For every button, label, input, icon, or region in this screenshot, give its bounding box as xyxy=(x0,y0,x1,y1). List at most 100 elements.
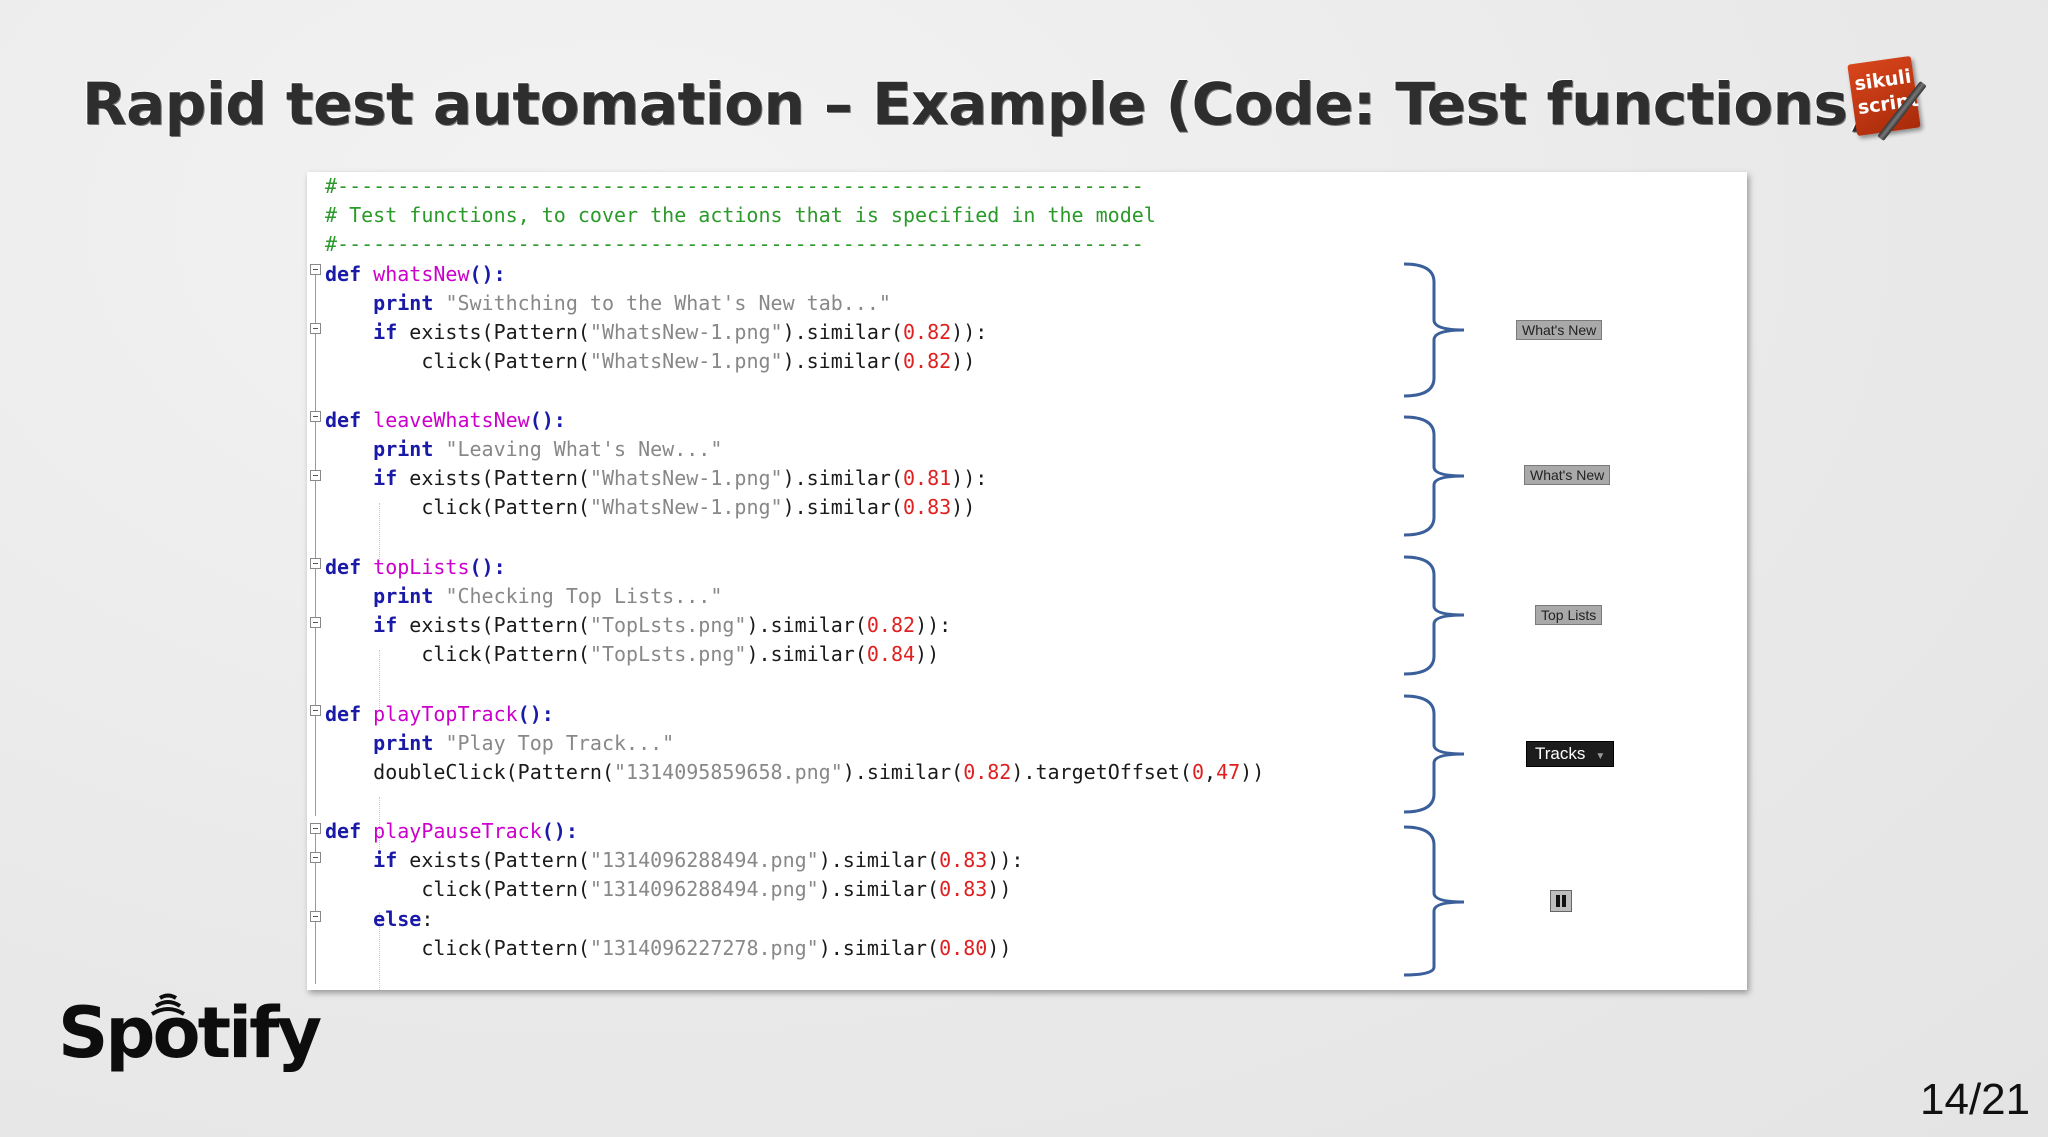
function-name: topLists xyxy=(373,555,470,579)
number: 0 xyxy=(1191,760,1205,784)
fold-line xyxy=(315,422,316,602)
code-line: if exists(Pattern("TopLsts.png").similar… xyxy=(373,613,952,637)
fold-marker-icon[interactable] xyxy=(310,264,321,275)
brace-annotations xyxy=(1403,262,1465,977)
comment: #---------------------------------------… xyxy=(325,232,1144,256)
number: 0.82 xyxy=(903,320,952,344)
fold-line xyxy=(315,275,316,455)
sikuli-script-logo: sikuli script xyxy=(1847,55,1934,142)
code-line: click(Pattern("WhatsNew-1.png").similar(… xyxy=(325,349,976,373)
keyword: def xyxy=(325,408,362,432)
code-line: if exists(Pattern("WhatsNew-1.png").simi… xyxy=(373,320,988,344)
code-line: # Test functions, to cover the actions t… xyxy=(325,201,1156,230)
string: "WhatsNew-1.png" xyxy=(589,320,783,344)
code-line: print "Swithching to the What's New tab.… xyxy=(325,289,891,318)
fold-marker-icon[interactable] xyxy=(310,852,321,863)
code-line: if exists(Pattern("1314096288494.png").s… xyxy=(373,848,1024,872)
code-editor-panel: #---------------------------------------… xyxy=(307,172,1747,990)
fold-marker-icon[interactable] xyxy=(310,470,321,481)
thumbnail-tracks: Tracks▼ xyxy=(1526,741,1615,767)
indent-guide xyxy=(379,503,381,563)
indent-guide xyxy=(379,797,381,857)
pause-icon xyxy=(1550,890,1572,912)
keyword: print xyxy=(373,584,434,608)
fold-marker-icon[interactable] xyxy=(310,411,321,422)
code-line: doubleClick(Pattern("1314095859658.png")… xyxy=(325,760,1265,784)
code-line: click(Pattern("WhatsNew-1.png").similar(… xyxy=(325,495,976,519)
string: "1314096227278.png" xyxy=(589,936,819,960)
keyword: def xyxy=(325,262,362,286)
fold-line xyxy=(315,834,316,984)
string: "Play Top Track..." xyxy=(445,731,675,755)
brace-leave-whats-new xyxy=(1403,415,1465,537)
brace-top-lists xyxy=(1403,555,1465,676)
function-name: leaveWhatsNew xyxy=(373,408,530,432)
number: 0.82 xyxy=(902,349,952,373)
code-line: else: xyxy=(373,907,434,931)
number: 47 xyxy=(1216,760,1241,784)
page-number: 14/21 xyxy=(1920,1075,2031,1124)
code-line: def whatsNew(): xyxy=(325,262,506,286)
keyword: if xyxy=(373,613,398,637)
string: "TopLsts.png" xyxy=(589,613,747,637)
number: 0.82 xyxy=(963,760,1012,784)
slide-title: Rapid test automation – Example (Code: T… xyxy=(82,70,1874,138)
comment: #---------------------------------------… xyxy=(325,174,1144,198)
code-line: print "Checking Top Lists..." xyxy=(325,582,722,611)
number: 0.83 xyxy=(902,495,952,519)
thumbnail-whats-new-2: What's New xyxy=(1524,465,1611,485)
brace-play-pause-track xyxy=(1403,825,1465,977)
keyword: def xyxy=(325,555,362,579)
function-name: whatsNew xyxy=(373,262,470,286)
fold-marker-icon[interactable] xyxy=(310,823,321,834)
brace-play-top-track xyxy=(1403,694,1465,814)
fold-marker-icon[interactable] xyxy=(310,323,321,334)
number: 0.83 xyxy=(939,848,988,872)
dropdown-arrow-icon: ▼ xyxy=(1595,751,1606,762)
fold-marker-icon[interactable] xyxy=(310,911,321,922)
number: 0.84 xyxy=(866,642,916,666)
code-line: click(Pattern("1314096227278.png").simil… xyxy=(325,936,1012,960)
keyword: if xyxy=(373,848,398,872)
string: "WhatsNew-1.png" xyxy=(589,495,783,519)
comment: # Test functions, to cover the actions t… xyxy=(325,203,1156,227)
spotify-logo: Spotify xyxy=(58,992,322,1074)
code-line: def topLists(): xyxy=(325,555,506,579)
keyword: def xyxy=(325,702,362,726)
string: "1314096288494.png" xyxy=(589,848,819,872)
string: "Swithching to the What's New tab..." xyxy=(445,291,891,315)
fold-line xyxy=(315,716,316,816)
code-line: if exists(Pattern("WhatsNew-1.png").simi… xyxy=(373,466,988,490)
indent-guide xyxy=(379,650,381,710)
code-line: #---------------------------------------… xyxy=(325,230,1144,259)
code-line: def playPauseTrack(): xyxy=(325,819,578,843)
code-line: def leaveWhatsNew(): xyxy=(325,408,566,432)
code-line: click(Pattern("1314096288494.png").simil… xyxy=(325,877,1012,901)
string: "TopLsts.png" xyxy=(589,642,747,666)
number: 0.82 xyxy=(866,613,916,637)
string: "1314096288494.png" xyxy=(589,877,819,901)
fold-marker-icon[interactable] xyxy=(310,558,321,569)
keyword: else xyxy=(373,907,422,931)
number: 0.80 xyxy=(939,936,988,960)
fold-marker-icon[interactable] xyxy=(310,705,321,716)
string: "Leaving What's New..." xyxy=(445,437,723,461)
thumbnail-whats-new: What's New xyxy=(1516,320,1603,340)
string: "1314095859658.png" xyxy=(613,760,843,784)
number: 0.83 xyxy=(939,877,988,901)
thumbnail-top-lists: Top Lists xyxy=(1535,605,1603,625)
code-line: #---------------------------------------… xyxy=(325,172,1144,201)
brace-whats-new xyxy=(1403,262,1465,398)
fold-line xyxy=(315,569,316,749)
fold-marker-icon[interactable] xyxy=(310,617,321,628)
code-line: click(Pattern("TopLsts.png").similar(0.8… xyxy=(325,642,940,666)
function-name: playTopTrack xyxy=(373,702,518,726)
keyword: def xyxy=(325,819,362,843)
number: 0.81 xyxy=(903,466,952,490)
keyword: print xyxy=(373,731,434,755)
code-line: print "Play Top Track..." xyxy=(325,729,674,758)
string: "WhatsNew-1.png" xyxy=(589,466,783,490)
string: "Checking Top Lists..." xyxy=(445,584,723,608)
keyword: print xyxy=(373,437,434,461)
indent-guide xyxy=(379,912,381,990)
